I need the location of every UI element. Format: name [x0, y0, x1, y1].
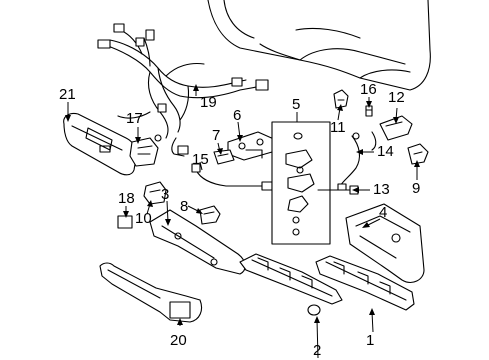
callout-7: 7 — [212, 127, 221, 144]
callout-2: 2 — [313, 342, 322, 359]
callout-6: 6 — [233, 107, 242, 124]
motor — [143, 181, 167, 205]
callout-11: 11 — [330, 119, 346, 136]
callout-15: 15 — [192, 151, 209, 168]
callout-3: 3 — [161, 186, 170, 203]
callout-12: 12 — [388, 89, 405, 106]
leader-lines — [65, 84, 420, 359]
seat-switch — [129, 134, 162, 167]
connector — [213, 149, 235, 165]
callout-16: 16 — [360, 81, 377, 98]
motor-kit — [271, 121, 331, 245]
callout-10: 10 — [135, 210, 152, 227]
cable-assembly — [337, 131, 377, 191]
sensor — [333, 89, 349, 109]
knob — [407, 143, 429, 165]
clip-2 — [117, 215, 133, 229]
right-rail — [315, 255, 415, 311]
plug — [199, 205, 221, 225]
wiring-harness — [97, 23, 269, 157]
callout-8: 8 — [180, 198, 189, 215]
callout-20: 20 — [170, 332, 187, 349]
callout-4: 4 — [379, 204, 388, 221]
callout-18: 18 — [118, 190, 135, 207]
callout-1: 1 — [366, 332, 375, 349]
callout-5: 5 — [292, 96, 301, 113]
left-seat-track — [149, 209, 246, 275]
seat-track-bracket — [345, 203, 425, 283]
middle-rail — [239, 253, 343, 316]
module — [379, 115, 413, 141]
callout-13: 13 — [373, 181, 390, 198]
callout-14: 14 — [377, 143, 394, 160]
left-rail — [99, 262, 203, 323]
seat-cushion — [207, 0, 431, 91]
callout-17: 17 — [126, 110, 143, 127]
callout-21: 21 — [59, 86, 76, 103]
callout-9: 9 — [412, 180, 421, 197]
callout-19: 19 — [200, 94, 217, 111]
motor-bracket — [227, 131, 277, 161]
